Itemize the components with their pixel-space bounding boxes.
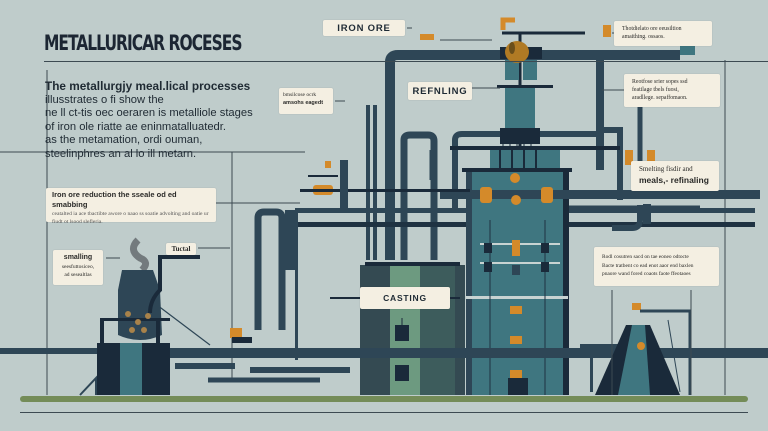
callout-line: bmsilcose ocrk	[283, 92, 317, 98]
label-text: IRON ORE	[337, 22, 391, 34]
label-casting: CASTING	[360, 287, 450, 309]
callout-line: pnaore wand fored coaots faote ffeotaoes	[602, 271, 691, 277]
lower-pipe	[175, 363, 350, 373]
orange-box	[230, 328, 242, 338]
callout-line: aradllege. sepaffomaon.	[632, 95, 688, 101]
ground-line	[20, 396, 748, 402]
callout-line: seesfuttosiceo,	[61, 264, 95, 270]
trap-pipe	[612, 205, 643, 231]
callout-line: Thotdielato ore eeusiltion	[622, 26, 682, 32]
callout-line: amsohs eagedt	[283, 100, 324, 106]
callout-line: Reotfose srier sopes ssd	[632, 79, 688, 85]
tuyere-pipe	[148, 255, 200, 314]
ore-crucible	[509, 42, 515, 54]
bottom-rule	[20, 412, 748, 413]
callout-smelting: smalling seesfuttosiceo, ad sesealtlas	[53, 250, 103, 285]
pipe	[254, 208, 286, 330]
title-underline	[44, 61, 768, 62]
orange-box	[625, 150, 633, 165]
main-pipe	[170, 350, 768, 358]
intro-lead: The metallurgjy meal.lical processes	[45, 79, 251, 93]
pipe	[340, 160, 348, 210]
callout-line: featilage tbels fuosi,	[632, 87, 679, 93]
label-text: REFNLING	[412, 85, 468, 97]
callout-line: ad sesealtlas	[64, 272, 92, 278]
callout-top-right: Thotdielato ore eeusiltion amaithing. os…	[614, 21, 712, 46]
callout-title: smalling	[63, 254, 93, 261]
smelting-furnace	[79, 237, 170, 396]
intro-paragraph: The metallurgjy meal.lical processes ill…	[45, 79, 285, 162]
orange-box	[325, 161, 331, 168]
scaffold	[308, 175, 338, 177]
pipe	[285, 210, 295, 270]
callout-line: Rodl cosutren sacd on tae eoneo odtocte	[602, 254, 689, 260]
callout-line: Smelting fisdir and	[639, 165, 693, 173]
machine-base	[232, 337, 252, 343]
converter	[580, 303, 692, 395]
page-title: METALLURICAR ROCESES	[44, 31, 243, 55]
intro-line: ne ll ct-tis oec oeraren is metalliole s…	[45, 107, 253, 120]
orange-indicator	[603, 25, 611, 37]
label-text: CASTING	[383, 293, 427, 303]
callout-line: meals,- refinaling	[639, 175, 709, 185]
callout-right-mid: Reotfose srier sopes ssd featilage tbels…	[624, 74, 720, 107]
intro-line: illusstrates o fi show the	[45, 93, 164, 106]
label-iron-ore: IRON ORE	[323, 20, 405, 36]
callout-smelting-refining: Smelting fisdir and meals,- refinaling	[631, 161, 719, 191]
ore-crucible	[505, 41, 529, 63]
callout-tuyere: Tuctal	[166, 243, 196, 255]
callout-label: Tuctal	[171, 245, 191, 253]
pipe	[295, 210, 298, 360]
callout-title: Iron ore reduction the sseale od ed smab…	[52, 190, 177, 209]
guide-line	[156, 304, 211, 346]
pipe	[643, 204, 651, 224]
callout-line: amaithing. ossaos.	[622, 34, 665, 40]
intro-line: of iron ole riatte ae eninmatalluatedr.	[45, 120, 226, 133]
label-refining: REFNLING	[408, 82, 472, 100]
orange-box	[647, 150, 655, 165]
rail	[300, 189, 470, 192]
casting-column	[360, 262, 465, 395]
callout-iron-ore-reduction: Iron ore reduction the sseale od ed smab…	[46, 188, 216, 225]
orange-valve	[420, 34, 434, 40]
intro-line: steelinphres an al lo ill metarn.	[45, 147, 197, 160]
callout-line: Bacte tratbent co ead enot aaor end baxl…	[602, 262, 694, 269]
intro-line: as the metamation, ordi ouman,	[45, 134, 203, 147]
ore-chute	[500, 17, 515, 30]
callout-small-note: bmsilcose ocrk amsohs eagedt	[279, 88, 333, 114]
callout-right-low: Rodl cosutren sacd on tae eoneo odtocte …	[594, 247, 719, 286]
callout-body: ceatalted ia ace tbactibte awore o naao …	[52, 211, 209, 225]
